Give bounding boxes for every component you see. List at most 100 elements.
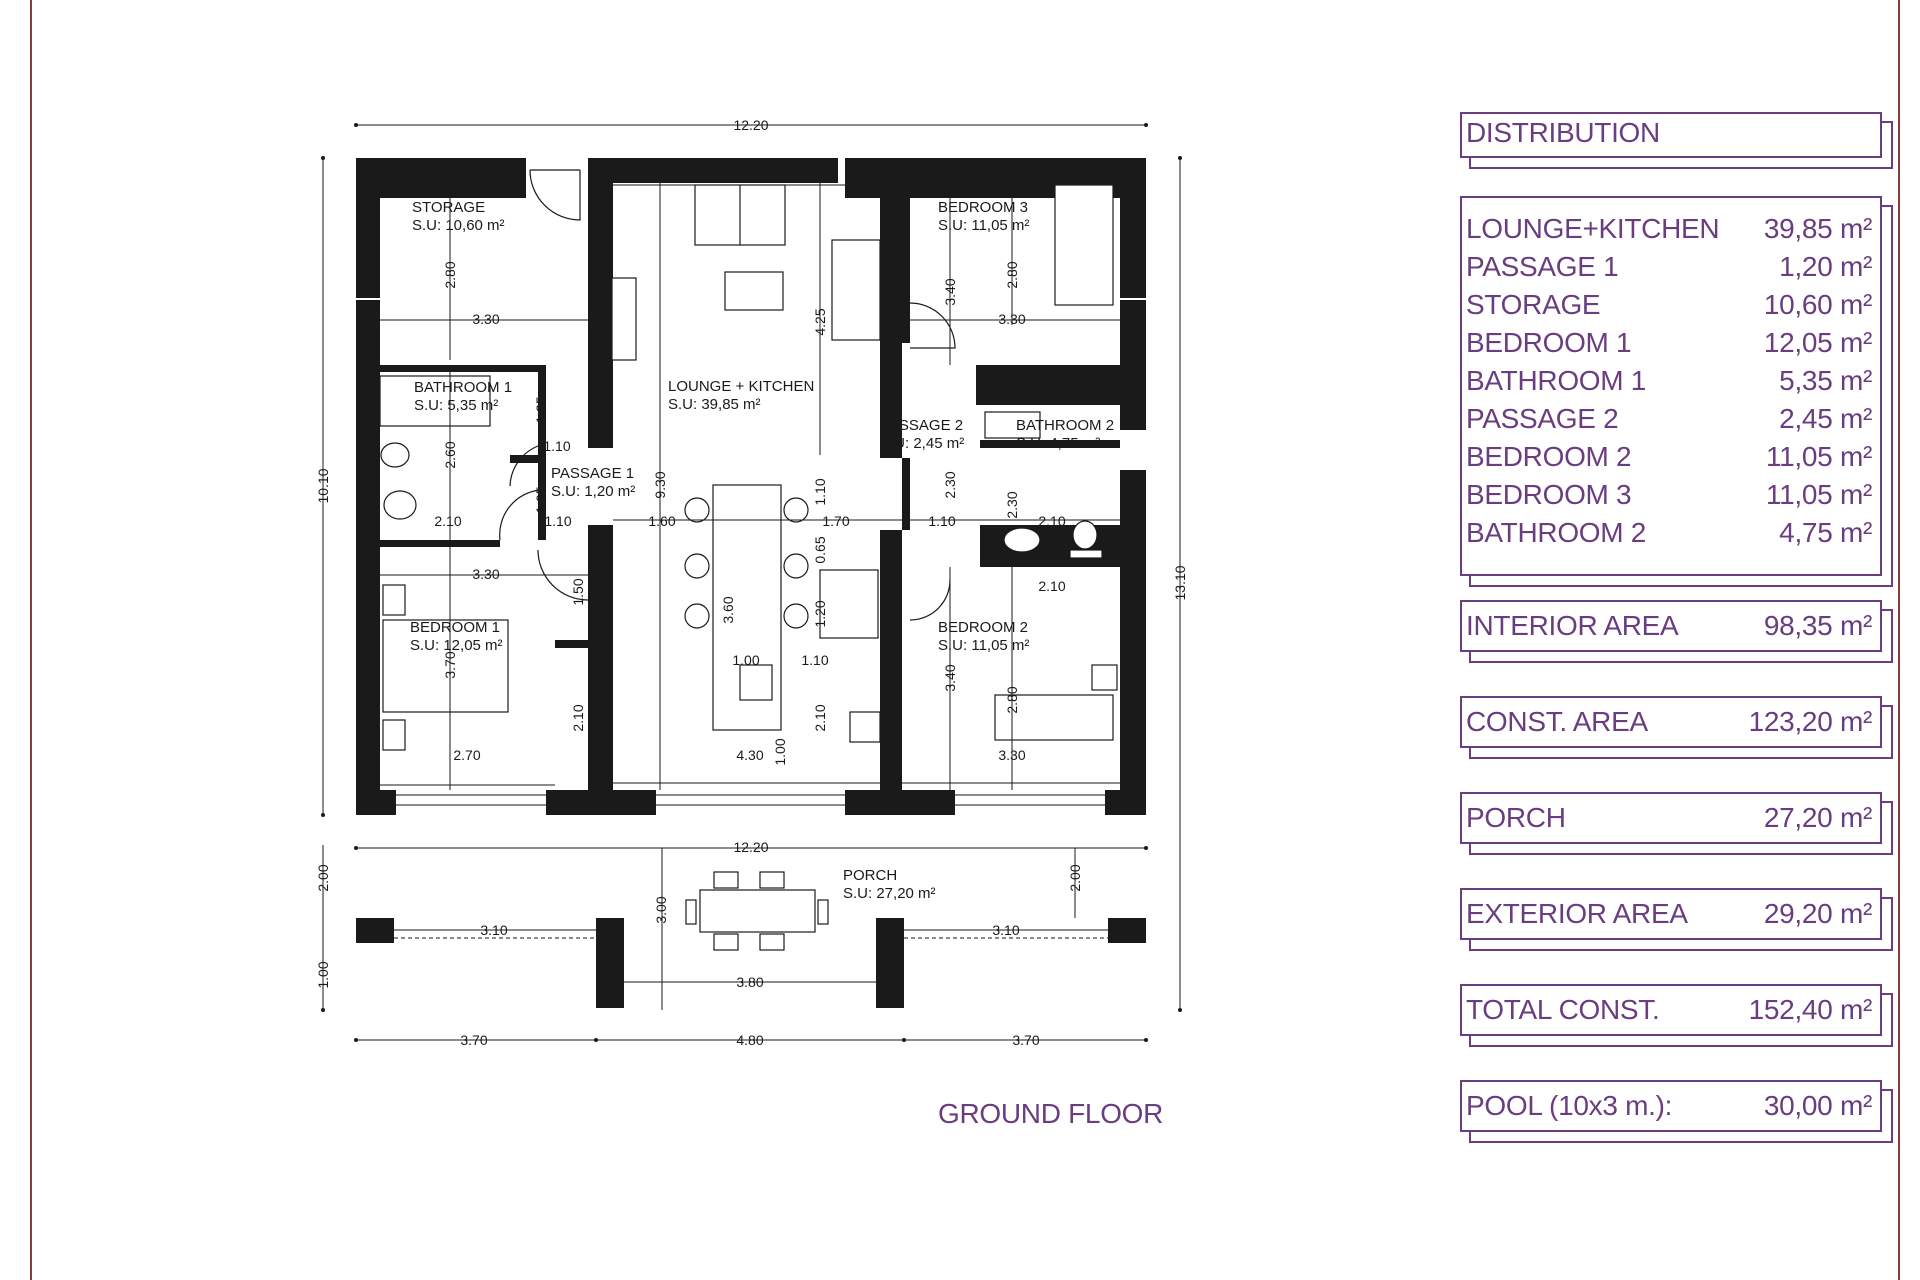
dim-porch-step: 1.00 bbox=[315, 961, 331, 988]
dim-pass1-h2: 1.25 bbox=[533, 486, 549, 513]
summary-label: TOTAL CONST. bbox=[1466, 994, 1660, 1025]
room-name-passage-1: PASSAGE 1 bbox=[551, 465, 634, 482]
furniture bbox=[379, 184, 1118, 951]
dim-bed1-h: 3.70 bbox=[442, 651, 458, 678]
dim-pass2-w: 1.10 bbox=[928, 513, 955, 529]
dim-bath1-w: 2.10 bbox=[434, 513, 461, 529]
summary-value: 29,20 m² bbox=[1763, 898, 1872, 929]
room-name-storage: STORAGE bbox=[412, 199, 485, 216]
distribution-item-value: 11,05 m² bbox=[1765, 479, 1872, 510]
distribution-item: BEDROOM 2 11,05 m² bbox=[1462, 438, 1880, 476]
distribution-item-value: 11,05 m² bbox=[1765, 441, 1872, 472]
distribution-item-value: 1,20 m² bbox=[1779, 251, 1872, 282]
dim-lounge-w1: 1.60 bbox=[648, 513, 675, 529]
plan-caption: GROUND FLOOR bbox=[938, 1098, 1164, 1129]
dim-lounge-depth: 9.30 bbox=[652, 471, 668, 498]
room-name-bathroom-2: BATHROOM 2 bbox=[1016, 417, 1114, 434]
dim-porch-width: 12.20 bbox=[733, 839, 768, 855]
dim-bed2-w: 3.30 bbox=[998, 747, 1025, 763]
dim-bed2-h: 2.80 bbox=[1004, 686, 1020, 713]
dim-bed1-closet2-h: 2.10 bbox=[570, 704, 586, 731]
dim-pass2-h: 2.30 bbox=[942, 471, 958, 498]
summary-label: PORCH bbox=[1466, 802, 1566, 833]
room-area-bedroom-2: S.U: 11,05 m² bbox=[938, 637, 1029, 654]
room-area-passage-2: S.U: 2,45 m² bbox=[880, 435, 964, 452]
dim-bath1-h: 2.60 bbox=[442, 441, 458, 468]
dim-porch-depth: 2.00 bbox=[315, 864, 331, 891]
distribution-item-label: BEDROOM 3 bbox=[1466, 479, 1632, 510]
dim-bath2-w-bot: 2.10 bbox=[1038, 578, 1065, 594]
dim-kitchen-w: 1.10 bbox=[801, 652, 828, 668]
summary-exterior-area: EXTERIOR AREA 29,20 m² bbox=[1460, 888, 1882, 940]
dim-bed1-w-top: 3.30 bbox=[472, 566, 499, 582]
distribution-item-label: BATHROOM 2 bbox=[1466, 517, 1647, 548]
summary-pool: POOL (10x3 m.):30,00 m² bbox=[1460, 1080, 1882, 1132]
room-area-bathroom-2: S.U: 4,75 m² bbox=[1016, 435, 1100, 452]
dim-bed3-h-outer: 3.40 bbox=[942, 278, 958, 305]
room-area-bathroom-1: S.U: 5,35 m² bbox=[414, 397, 498, 414]
distribution-item-value: 4,75 m² bbox=[1779, 517, 1872, 548]
dim-pass1-h1: 1.35 bbox=[533, 396, 549, 423]
distribution-item-value: 12,05 m² bbox=[1763, 327, 1872, 358]
dimension-labels-vertical: 10.10 13.10 2.00 1.00 3.00 2.00 2.80 2.6… bbox=[315, 261, 1188, 988]
distribution-item: PASSAGE 2 2,45 m² bbox=[1462, 400, 1880, 438]
dim-porch-right: 3.10 bbox=[992, 922, 1019, 938]
dim-bed1-closet-h: 1.50 bbox=[570, 578, 586, 605]
dim-kitchen-h3: 1.20 bbox=[812, 600, 828, 627]
room-name-bedroom-3: BEDROOM 3 bbox=[938, 199, 1028, 216]
doors bbox=[499, 169, 956, 621]
dim-house-depth: 10.10 bbox=[315, 468, 331, 503]
room-name-bathroom-1: BATHROOM 1 bbox=[414, 379, 512, 396]
dim-lounge-h1: 4.25 bbox=[812, 308, 828, 335]
room-name-bedroom-1: BEDROOM 1 bbox=[410, 619, 500, 636]
summary-label: CONST. AREA bbox=[1466, 706, 1648, 737]
porch-columns bbox=[356, 918, 1146, 1008]
dim-porch-center-depth: 3.00 bbox=[653, 896, 669, 923]
room-name-bedroom-2: BEDROOM 2 bbox=[938, 619, 1028, 636]
summary-value: 152,40 m² bbox=[1748, 994, 1873, 1025]
dim-overall-width: 12.20 bbox=[733, 117, 768, 133]
walls bbox=[356, 158, 1146, 815]
room-area-porch: S.U: 27,20 m² bbox=[843, 885, 936, 902]
room-area-lounge-kitchen: S.U: 39,85 m² bbox=[668, 396, 761, 413]
summary-label: POOL (10x3 m.): bbox=[1466, 1090, 1673, 1121]
dim-kitchen-h1: 1.10 bbox=[812, 478, 828, 505]
distribution-item-value: 2,45 m² bbox=[1779, 403, 1872, 434]
room-name-passage-2: PASSAGE 2 bbox=[880, 417, 963, 434]
dim-storage-w: 3.30 bbox=[472, 311, 499, 327]
page-frame-left bbox=[30, 0, 32, 1280]
dimension-labels: 12.20 12.20 3.70 4.80 3.70 3.10 3.10 3.8… bbox=[434, 117, 1065, 1048]
dim-kitchen-h5: 1.00 bbox=[772, 738, 788, 765]
dim-bottom-mid: 4.80 bbox=[736, 1032, 763, 1048]
distribution-item-label: PASSAGE 2 bbox=[1466, 403, 1619, 434]
dim-bottom-right: 3.70 bbox=[1012, 1032, 1039, 1048]
distribution-item: PASSAGE 1 1,20 m² bbox=[1462, 248, 1880, 286]
dim-storage-h: 2.80 bbox=[442, 261, 458, 288]
summary-label: EXTERIOR AREA bbox=[1466, 898, 1688, 929]
distribution-item-label: PASSAGE 1 bbox=[1466, 251, 1619, 282]
dimension-ticks bbox=[321, 123, 1182, 1042]
distribution-item: BATHROOM 2 4,75 m² bbox=[1462, 514, 1880, 552]
distribution-item: BEDROOM 3 11,05 m² bbox=[1462, 476, 1880, 514]
summary-porch: PORCH 27,20 m² bbox=[1460, 792, 1882, 844]
distribution-title-label: DISTRIBUTION bbox=[1466, 117, 1660, 148]
room-labels: STORAGE S.U: 10,60 m² BATHROOM 1 S.U: 5,… bbox=[410, 199, 1114, 902]
room-area-passage-1: S.U: 1,20 m² bbox=[551, 483, 635, 500]
summary-value: 98,35 m² bbox=[1763, 610, 1872, 641]
distribution-item-label: BEDROOM 2 bbox=[1466, 441, 1632, 472]
dim-kitchen-h2: 0.65 bbox=[812, 536, 828, 563]
summary-value: 27,20 m² bbox=[1763, 802, 1872, 833]
distribution-title: DISTRIBUTION bbox=[1462, 114, 1880, 152]
distribution-item-label: BATHROOM 1 bbox=[1466, 365, 1647, 396]
dim-bed3-w: 3.30 bbox=[998, 311, 1025, 327]
dim-porch-mid: 3.80 bbox=[736, 974, 763, 990]
dimension-lines bbox=[322, 124, 1181, 1041]
dim-pass1-w1: 1.10 bbox=[543, 438, 570, 454]
page-frame-right bbox=[1898, 0, 1900, 1280]
